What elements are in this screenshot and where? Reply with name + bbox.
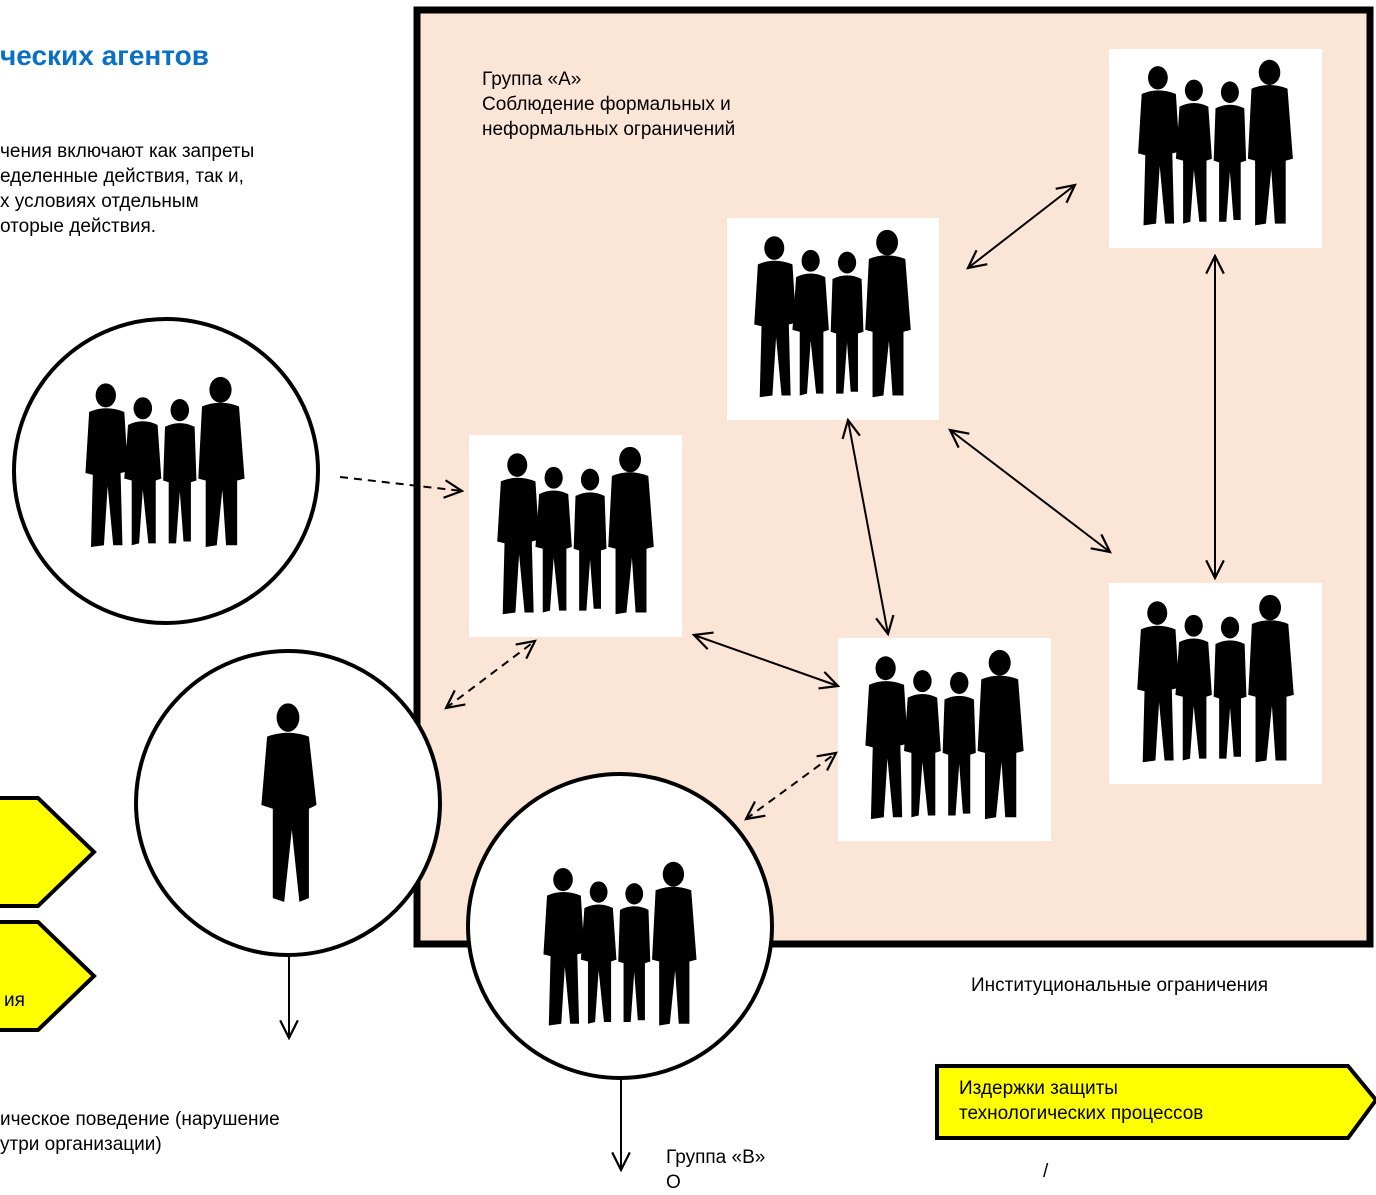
intro-line-1: чения включают как запреты (0, 141, 255, 162)
dashed-arrow-individual-group (446, 641, 535, 708)
bottom-left-line-1: ическое поведение (нарушение (0, 1109, 280, 1130)
group-card-left (469, 435, 682, 637)
circle-group-b (466, 772, 774, 1080)
bottom-left-line-2: утри организации) (0, 1134, 162, 1155)
group-card-bottom-right (1109, 583, 1322, 784)
page-title: ческих агентов (0, 40, 209, 71)
arrow-topcenter-topright (968, 185, 1075, 268)
dashed-arrow-groupb-group (746, 753, 836, 819)
intro-line-4: оторые действия. (0, 216, 157, 237)
intro-line-2: еделенные действия, так и, (0, 166, 244, 187)
left-tag-2 (0, 920, 97, 1032)
group-card-top-right (1109, 49, 1322, 248)
arrow-topcenter-bottomcenter (848, 420, 888, 634)
dashed-arrow-into-group (339, 476, 462, 491)
cost-tag-line-1: Издержки защиты (959, 1078, 1118, 1099)
group-b-line-2: О (666, 1172, 681, 1193)
circle-entering-group (12, 317, 320, 625)
left-tag-fragment: ия (4, 990, 25, 1011)
group-a-line-2: Соблюдение формальных и (482, 94, 731, 115)
intro-line-3: х условиях отдельным (0, 191, 199, 212)
arrow-topcenter-bottomright (950, 430, 1110, 552)
arrow-left-bottomcenter (694, 635, 838, 686)
circle-individual (134, 649, 442, 957)
group-card-top-center (727, 218, 939, 420)
group-card-bottom-center (838, 638, 1051, 841)
stray-mark: / (1043, 1161, 1049, 1182)
institutional-label: Институциональные ограничения (971, 975, 1269, 996)
group-a-title: Группа «А» (482, 69, 582, 90)
cost-tag-line-2: технологических процессов (959, 1103, 1204, 1124)
cost-tag (935, 1064, 1376, 1140)
left-tag-1 (0, 796, 97, 908)
group-b-title: Группа «В» (666, 1147, 766, 1168)
group-a-line-3: неформальных ограничений (482, 119, 736, 140)
